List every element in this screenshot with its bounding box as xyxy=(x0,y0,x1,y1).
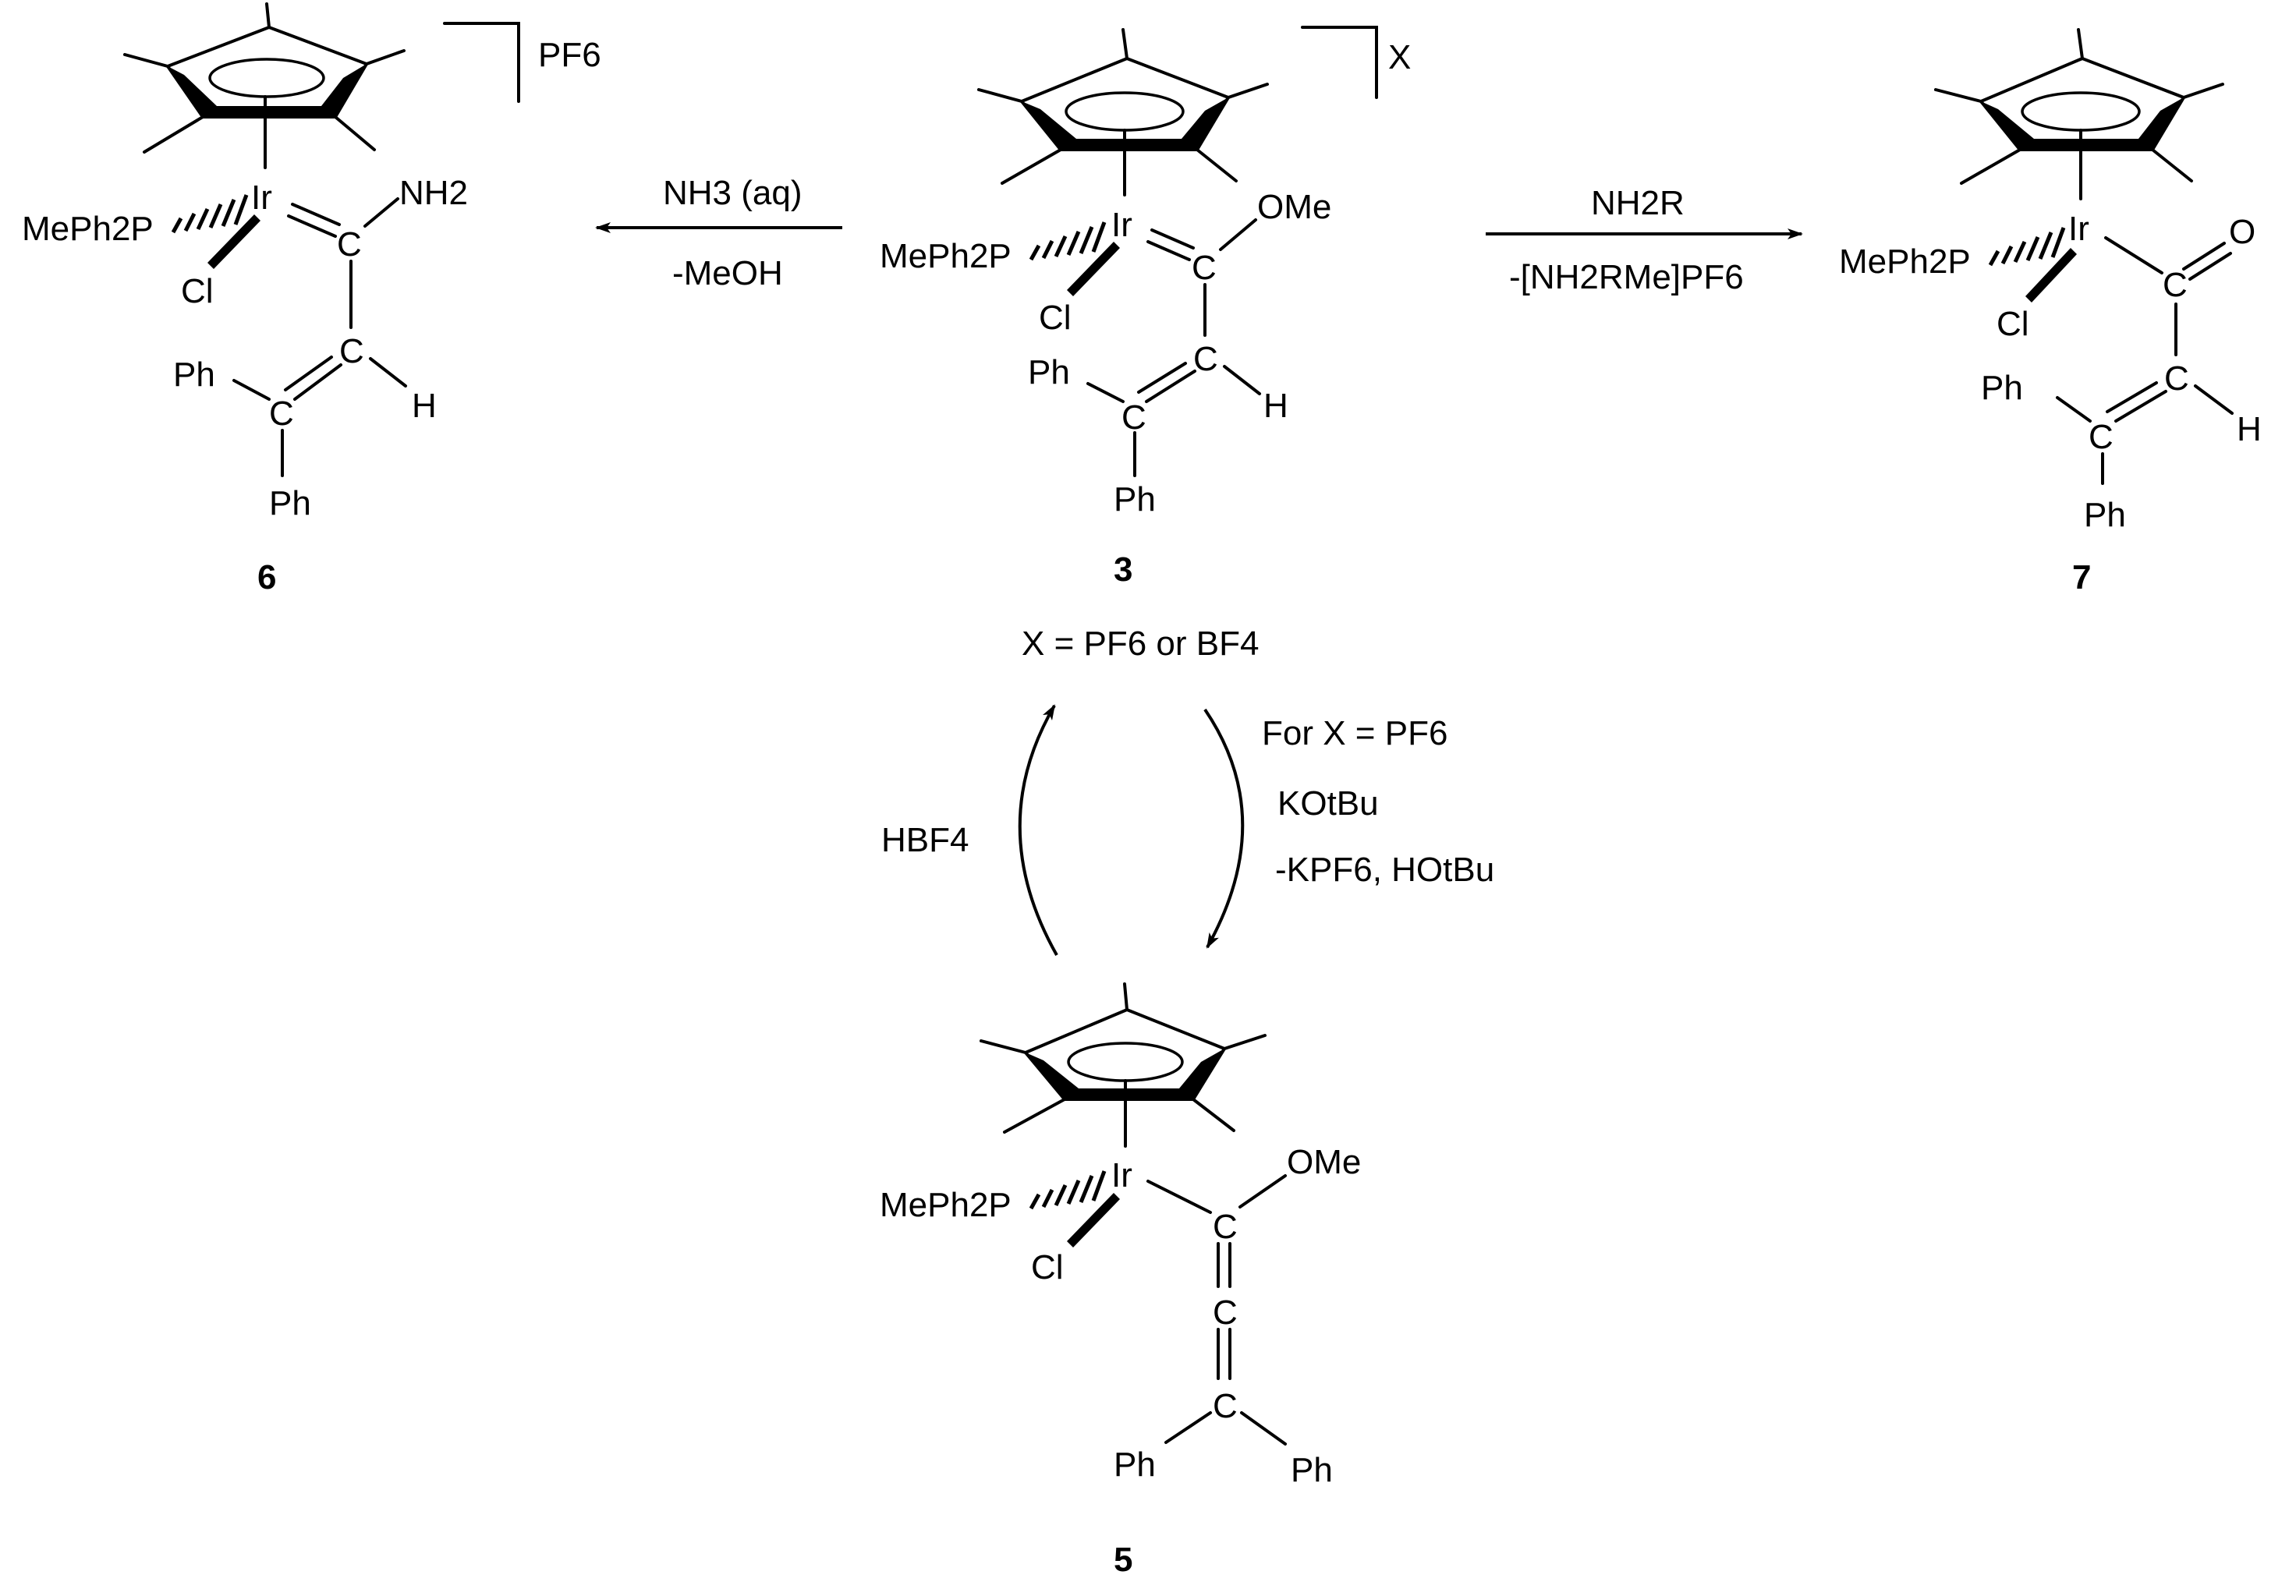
phenyl-a-6: Ph xyxy=(173,356,215,394)
methoxy-label-3: OMe xyxy=(1257,188,1331,226)
compound-number-6: 6 xyxy=(257,558,276,596)
iridium-label-5: Ir xyxy=(1111,1156,1132,1194)
condition-ammonium-loss: -[NH2RMe]PF6 xyxy=(1509,258,1744,296)
hashed-wedge-6 xyxy=(171,194,249,234)
iridium-label-6: Ir xyxy=(251,179,272,217)
oxo-label-7: O xyxy=(2229,213,2255,251)
vinyl-carbon-6: C xyxy=(339,332,364,370)
hashed-wedge-7 xyxy=(1988,227,2066,267)
vinyl-h-3: H xyxy=(1263,387,1288,425)
bold-wedge-3 xyxy=(1067,242,1120,296)
bold-wedge-6 xyxy=(207,214,260,269)
phenyl-b-5: Ph xyxy=(1291,1451,1333,1489)
vinyl-carbon-3: C xyxy=(1193,340,1218,378)
compound-3: X Ir MePh2P Cl C OMe C H C Ph Ph 3 xyxy=(880,26,1411,589)
iridium-label-7: Ir xyxy=(2068,210,2089,248)
condition-nh3: NH3 (aq) xyxy=(663,174,803,212)
counterion-x-3: X xyxy=(1388,38,1411,76)
condition-nh2r: NH2R xyxy=(1591,184,1685,222)
phosphine-label-6: MePh2P xyxy=(22,210,154,248)
chloride-label-6: Cl xyxy=(181,272,214,310)
carbene-carbon-3: C xyxy=(1192,249,1217,287)
alkene-carbon-7: C xyxy=(2089,418,2114,456)
phenyl-a-3: Ph xyxy=(1028,353,1070,391)
acyl-carbon-7: C xyxy=(2163,266,2188,304)
amino-label-6: NH2 xyxy=(399,174,468,212)
bold-wedge-5 xyxy=(1067,1193,1120,1247)
condition-for-x-pf6: For X = PF6 xyxy=(1262,714,1447,752)
iridium-label-3: Ir xyxy=(1111,206,1132,244)
chloride-label-3: Cl xyxy=(1039,299,1072,337)
carbene-carbon-6: C xyxy=(337,225,362,264)
methoxy-label-5: OMe xyxy=(1287,1143,1361,1181)
arrow-3-to-5 xyxy=(1203,708,1245,949)
arrow-5-to-3 xyxy=(1018,704,1058,956)
bold-wedge-7 xyxy=(2025,248,2077,303)
counterion-pf6-6: PF6 xyxy=(538,36,601,74)
cp-star-ring-5 xyxy=(980,982,1267,1148)
chloride-label-5: Cl xyxy=(1031,1248,1064,1286)
alkene-carbon-6: C xyxy=(269,395,294,433)
compound-6: PF6 Ir MePh2P Cl C NH2 C H C Ph Ph 6 xyxy=(22,2,601,596)
cp-star-ring-7 xyxy=(1934,28,2224,200)
compound-number-5: 5 xyxy=(1114,1541,1132,1579)
phenyl-b-3: Ph xyxy=(1114,480,1156,518)
condition-kotbu: KOtBu xyxy=(1277,784,1379,823)
condition-hbf4: HBF4 xyxy=(881,821,969,859)
vinyl-h-7: H xyxy=(2237,410,2262,448)
x-definition: X = PF6 or BF4 xyxy=(1022,625,1259,663)
phenyl-a-5: Ph xyxy=(1114,1446,1156,1484)
phenyl-b-7: Ph xyxy=(2084,496,2126,534)
phenyl-b-6: Ph xyxy=(269,484,311,522)
cp-star-ring-3 xyxy=(977,28,1269,196)
phosphine-label-5: MePh2P xyxy=(880,1186,1012,1224)
allenyl-carbon-a-5: C xyxy=(1213,1208,1238,1246)
phenyl-a-7: Ph xyxy=(1981,369,2023,407)
chloride-label-7: Cl xyxy=(1997,305,2029,343)
compound-number-3: 3 xyxy=(1114,550,1132,589)
compound-5: Ir MePh2P Cl C OMe C C Ph Ph 5 xyxy=(880,982,1361,1579)
alkene-carbon-3: C xyxy=(1121,398,1146,437)
hashed-wedge-5 xyxy=(1029,1170,1107,1210)
hashed-wedge-3 xyxy=(1029,221,1107,261)
allenyl-carbon-b-5: C xyxy=(1213,1293,1238,1332)
phosphine-label-3: MePh2P xyxy=(880,237,1012,275)
allenyl-carbon-c-5: C xyxy=(1213,1387,1238,1425)
phosphine-label-7: MePh2P xyxy=(1839,242,1971,281)
condition-kpf6-loss: -KPF6, HOtBu xyxy=(1275,851,1494,889)
cp-star-ring-6 xyxy=(123,2,406,169)
vinyl-h-6: H xyxy=(412,387,437,425)
condition-meoh-loss: -MeOH xyxy=(672,254,783,292)
vinyl-carbon-7: C xyxy=(2164,359,2189,398)
compound-number-7: 7 xyxy=(2072,558,2091,596)
compound-7: Ir MePh2P Cl C O C H C Ph Ph 7 xyxy=(1839,28,2262,596)
